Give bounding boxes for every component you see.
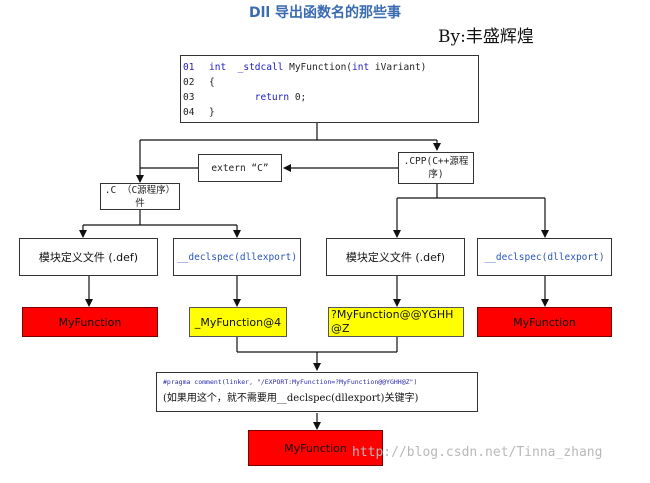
def-file-box-left: 模块定义文件 (.def) xyxy=(19,238,158,276)
c-source-box: .C （C源程序）件 xyxy=(100,183,180,210)
code-line-3: 03 return 0; xyxy=(183,90,478,105)
result-cpp-declspec: MyFunction xyxy=(477,307,612,337)
code-line-1: 01 int _stdcall MyFunction(int iVariant) xyxy=(183,60,478,75)
declspec-box-left: __declspec(dllexport) xyxy=(173,238,301,276)
def-file-box-right: 模块定义文件 (.def) xyxy=(326,238,465,276)
pragma-note: (如果用这个，就不需要用__declspec(dllexport)关键字) xyxy=(163,393,419,404)
code-text: { xyxy=(209,77,215,88)
code-text: int _stdcall MyFunction(int iVariant) xyxy=(209,62,427,73)
result-c-declspec: _MyFunction@4 xyxy=(189,307,287,337)
line-number: 01 xyxy=(183,62,195,73)
code-line-4: 04} xyxy=(183,105,478,120)
watermark: http://blog.csdn.net/Tinna_zhang xyxy=(352,445,603,460)
declspec-box-right: __declspec(dllexport) xyxy=(477,238,612,276)
result-c-def: MyFunction xyxy=(22,307,158,337)
line-number: 02 xyxy=(183,77,195,88)
pragma-box: #pragma comment(linker, "/EXPORT:MyFunct… xyxy=(156,372,478,412)
pragma-line: #pragma comment(linker, "/EXPORT:MyFunct… xyxy=(163,378,418,386)
code-line-2: 02 { xyxy=(183,75,478,90)
line-number: 04 xyxy=(183,107,195,118)
line-number: 03 xyxy=(183,92,195,103)
code-text: return 0; xyxy=(254,92,307,103)
page-title: Dll 导出函数名的那些事 xyxy=(248,5,402,21)
author: By:丰盛辉煌 xyxy=(438,27,534,47)
result-cpp-def: ?MyFunction@@YGHH@Z xyxy=(328,307,464,337)
final-result: MyFunction xyxy=(248,430,383,466)
cpp-source-box: .CPP(C++源程序) xyxy=(398,152,474,184)
extern-c-box: extern “C” xyxy=(198,154,282,182)
code-text: } xyxy=(209,107,215,118)
